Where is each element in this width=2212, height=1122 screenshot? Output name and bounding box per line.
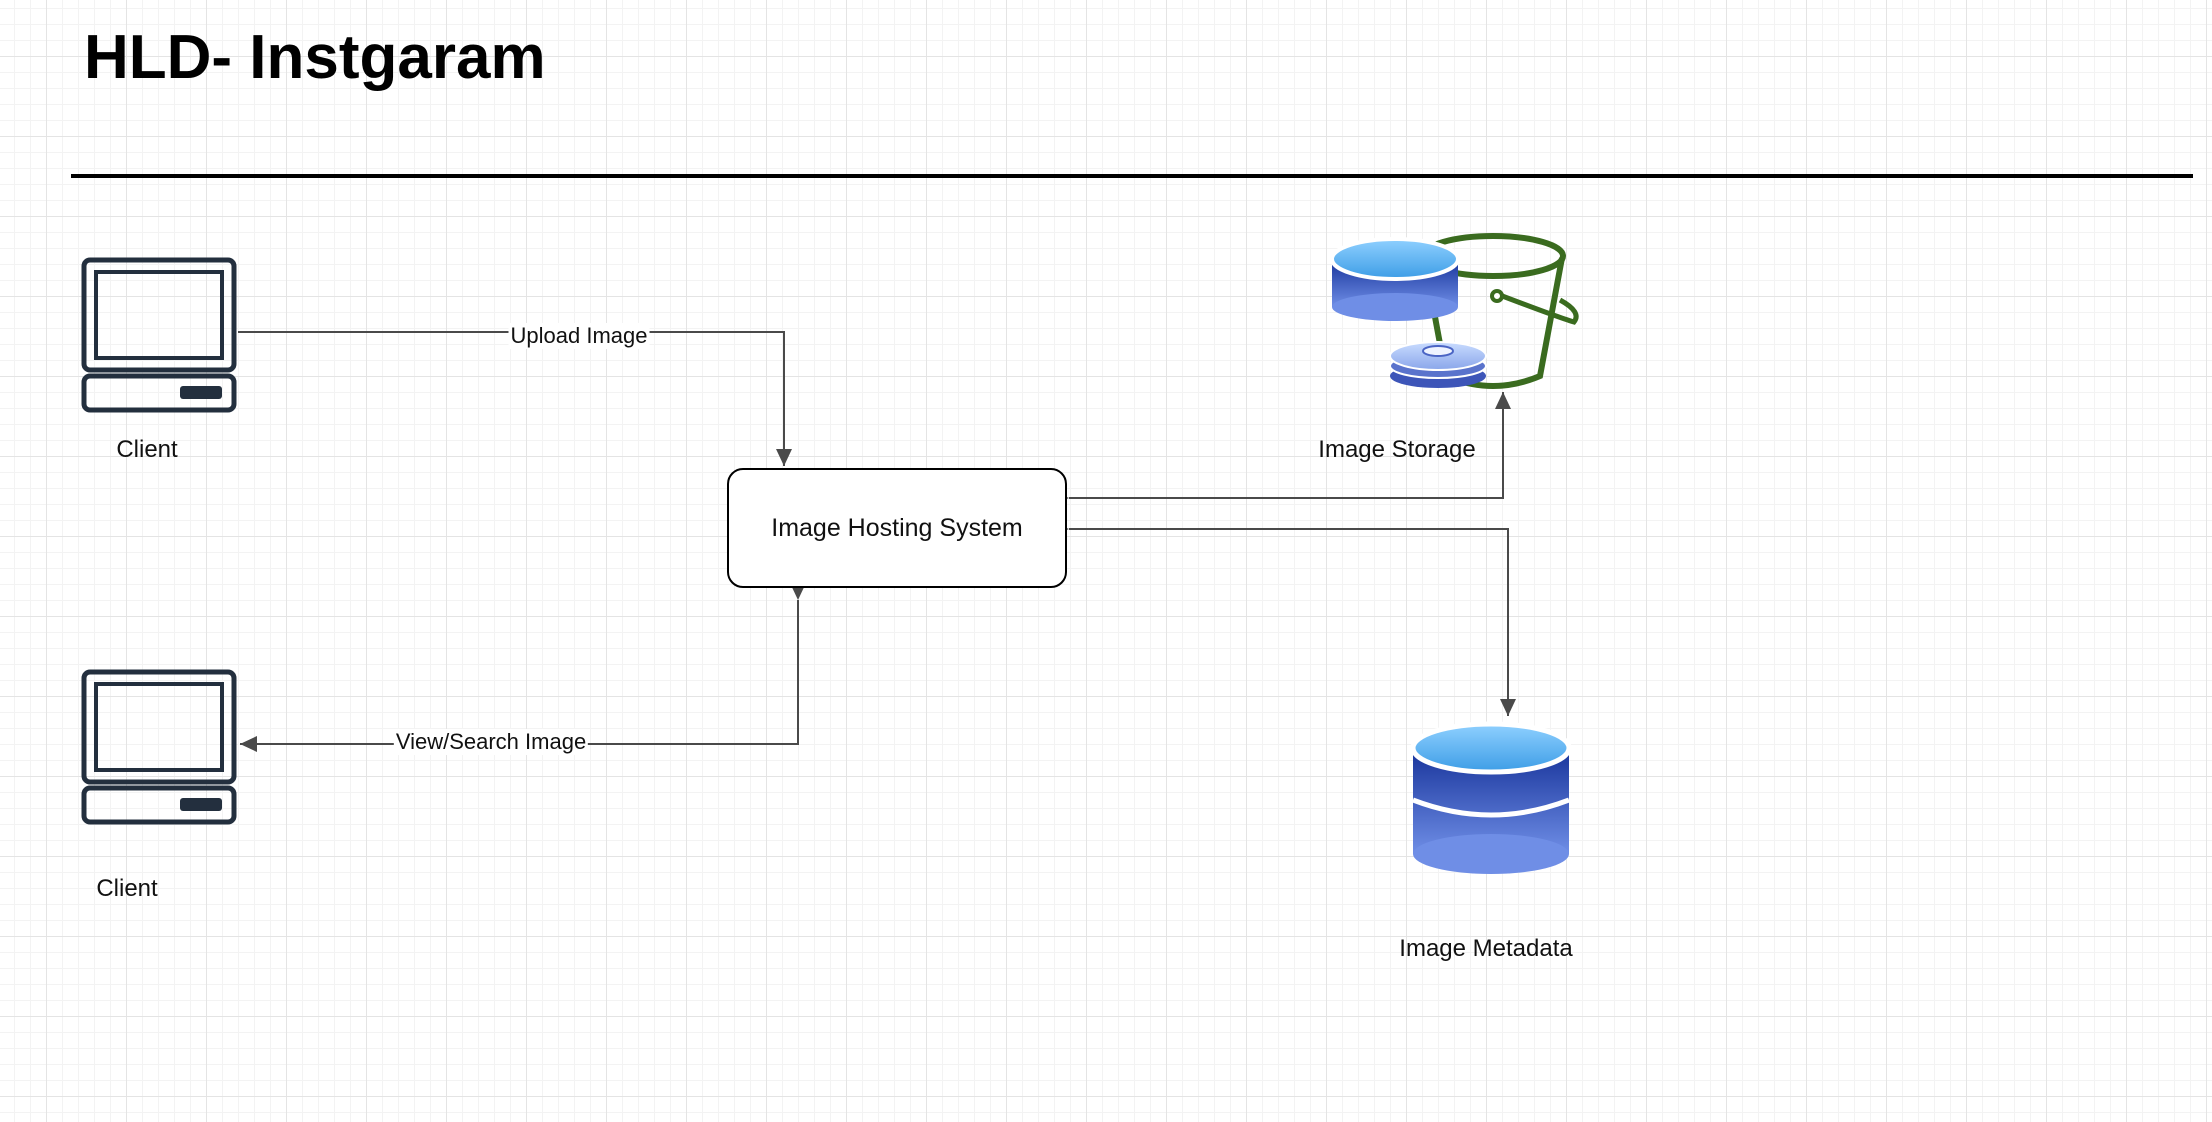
view-search-image-edge-label: View/Search Image <box>393 729 589 755</box>
edge-hosting-storage <box>1052 392 1511 506</box>
client-upload-label: Client <box>116 436 178 463</box>
client-view-label: Client <box>96 875 158 902</box>
upload-image-edge-label: Upload Image <box>508 323 650 349</box>
image-hosting-system-node[interactable]: Image Hosting System <box>727 468 1067 588</box>
edge-hosting-metadata <box>1052 521 1516 716</box>
database-icon <box>1410 721 1572 874</box>
computer-icon <box>81 257 237 413</box>
image-metadata-label: Image Metadata <box>1399 935 1573 962</box>
computer-icon <box>81 669 237 825</box>
edge-view-search-image <box>240 583 806 752</box>
edge-upload-image <box>238 331 792 466</box>
storage-bucket-icon <box>1330 233 1579 389</box>
page-title: HLD- Instgaram <box>84 23 546 92</box>
image-hosting-system-label: Image Hosting System <box>771 513 1023 542</box>
image-storage-label: Image Storage <box>1318 436 1476 463</box>
